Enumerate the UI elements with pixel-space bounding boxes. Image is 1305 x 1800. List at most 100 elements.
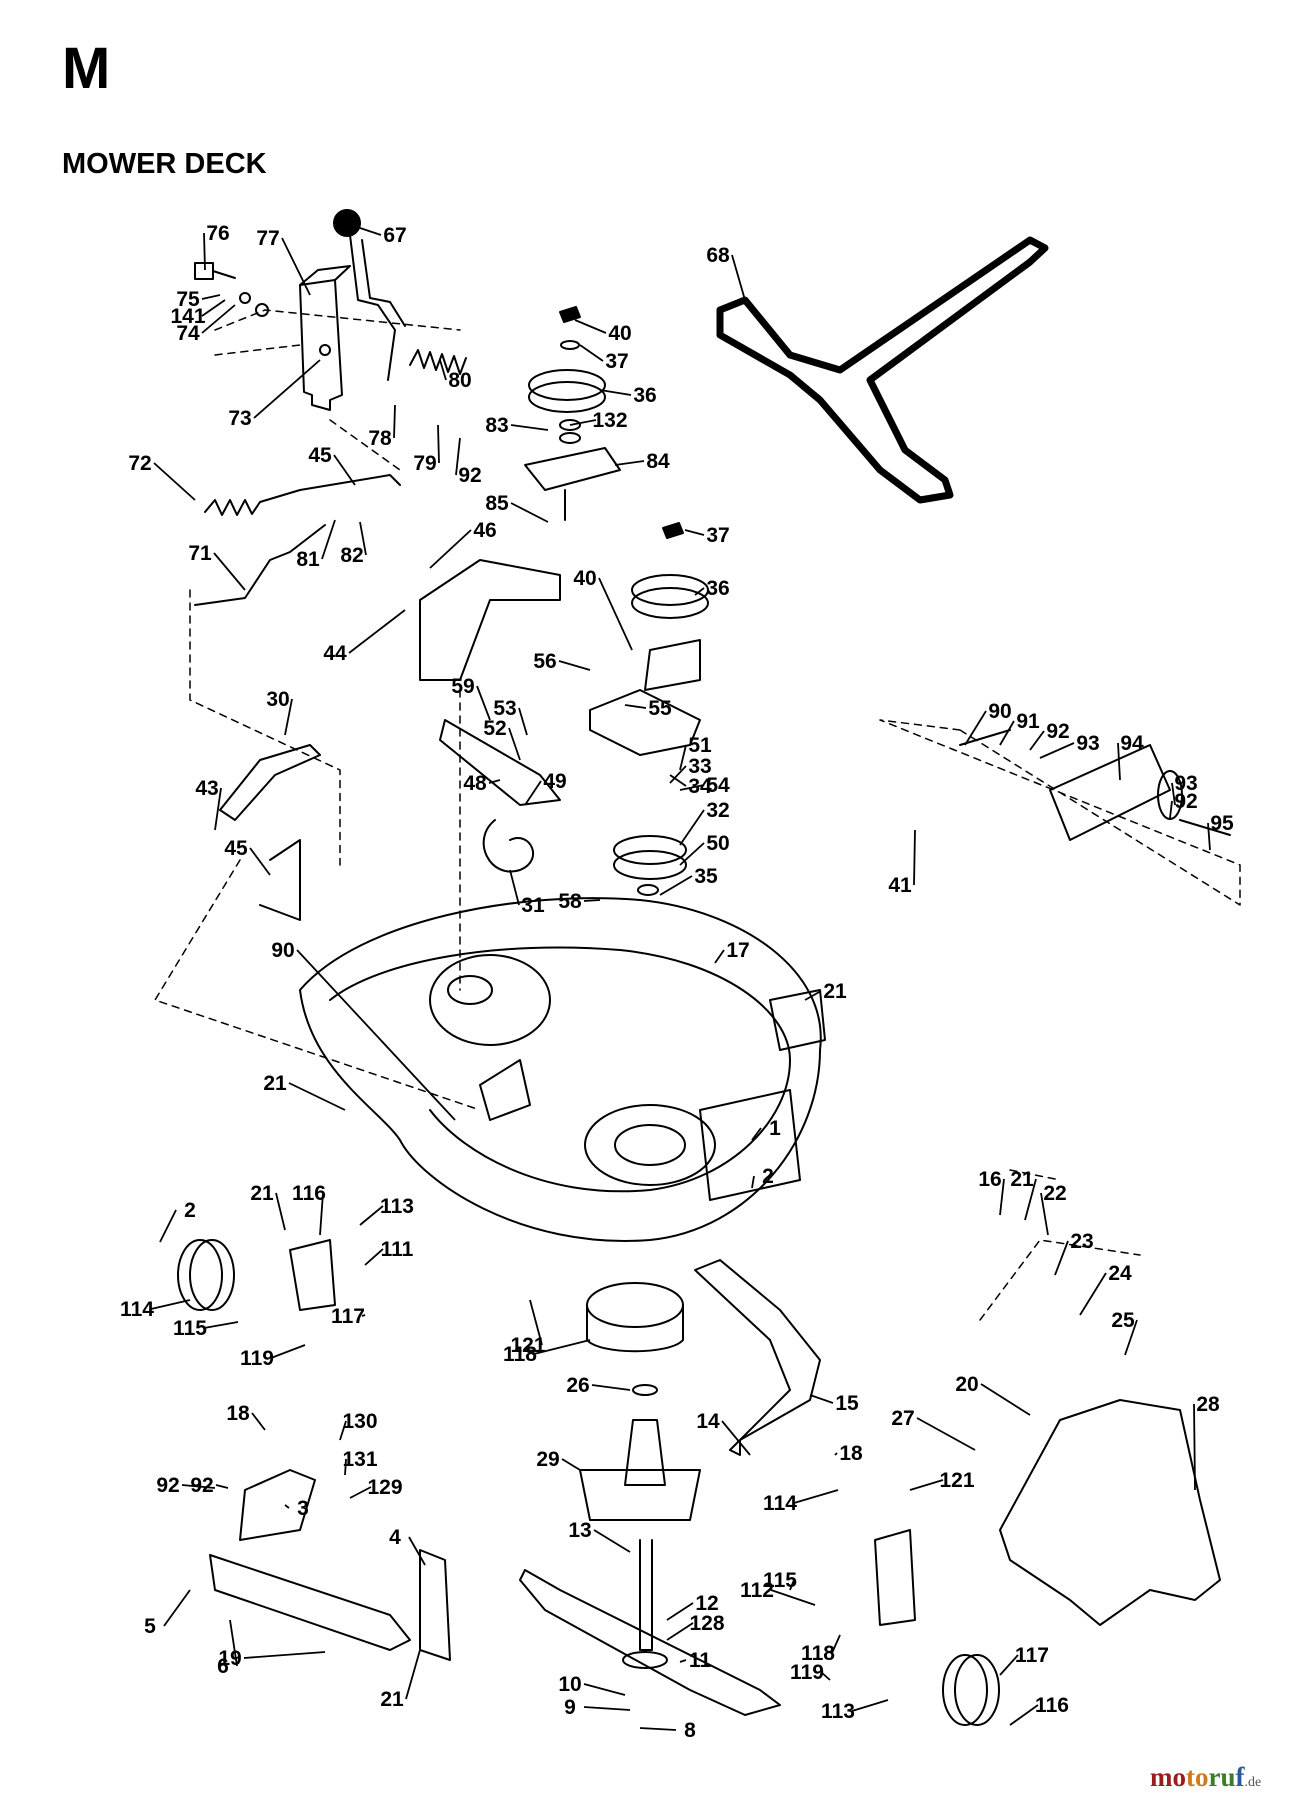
leader-line-11	[679, 1659, 687, 1663]
leader-line-43	[214, 787, 222, 831]
watermark-suffix: .de	[1244, 1775, 1262, 1790]
spring-80	[409, 349, 467, 375]
leader-line-33	[669, 765, 687, 784]
leader-line-121	[529, 1299, 543, 1346]
callout-92: 92	[190, 1474, 213, 1497]
callout-76: 76	[206, 222, 229, 245]
callout-121: 121	[510, 1334, 545, 1357]
section-letter: M	[62, 36, 111, 101]
callout-95: 95	[1210, 812, 1234, 835]
callout-129: 129	[367, 1476, 402, 1499]
leader-line-55	[624, 704, 647, 709]
callout-84: 84	[646, 450, 670, 473]
callout-112: 112	[740, 1579, 774, 1602]
callout-82: 82	[340, 544, 363, 567]
callout-21: 21	[1010, 1168, 1034, 1191]
leader-line-51	[679, 744, 687, 771]
callout-116: 116	[1035, 1694, 1069, 1717]
leader-line-117	[361, 1314, 366, 1317]
callout-68: 68	[706, 244, 730, 267]
leader-line-93	[1039, 742, 1075, 759]
callout-36: 36	[633, 384, 656, 407]
handle-lever-67	[333, 209, 406, 381]
leader-line-9	[583, 1706, 631, 1711]
callout-44: 44	[323, 642, 347, 665]
mower-deck-housing-1	[299, 897, 826, 1242]
leader-line-27	[916, 1417, 976, 1451]
leader-line-21	[804, 990, 822, 1001]
leader-line-25	[1124, 1319, 1138, 1356]
leader-line-18	[251, 1412, 266, 1431]
leader-line-49	[524, 780, 542, 806]
callout-71: 71	[188, 542, 212, 565]
callout-10: 10	[558, 1673, 581, 1696]
callout-8: 8	[684, 1719, 696, 1742]
leader-line-92	[455, 437, 461, 476]
callout-35: 35	[694, 865, 718, 888]
leader-line-90	[964, 710, 987, 746]
leader-line-37	[579, 344, 604, 362]
callout-3: 3	[297, 1497, 309, 1520]
callout-77: 77	[256, 227, 279, 250]
bracket-3	[239, 1469, 316, 1541]
bearing-housing-16	[586, 1282, 684, 1353]
leader-line-45	[333, 454, 356, 486]
callout-33: 33	[688, 755, 711, 778]
callout-2: 2	[762, 1165, 774, 1188]
leader-line-132	[569, 419, 597, 426]
leader-line-13	[593, 1529, 631, 1553]
leader-line-34	[669, 774, 687, 787]
assembly-dash-lines	[154, 309, 1241, 1321]
callout-20: 20	[955, 1373, 978, 1396]
callout-118: 118	[503, 1343, 537, 1366]
callout-117: 117	[1015, 1644, 1049, 1667]
callout-30: 30	[266, 688, 289, 711]
leader-line-90	[296, 949, 456, 1121]
callout-131: 131	[342, 1448, 377, 1471]
callout-29: 29	[536, 1448, 559, 1471]
belt-guide-20	[694, 1259, 821, 1456]
leader-line-74	[201, 304, 236, 334]
leader-line-118	[831, 1634, 841, 1654]
leader-line-46	[429, 529, 472, 569]
leader-line-85	[510, 502, 549, 523]
callout-9: 9	[564, 1696, 576, 1719]
callout-91: 91	[1016, 710, 1040, 733]
leader-line-58	[583, 899, 601, 902]
callout-45: 45	[224, 837, 248, 860]
callout-59: 59	[451, 675, 474, 698]
callout-26: 26	[566, 1374, 589, 1397]
leader-line-23	[1054, 1240, 1069, 1276]
leader-line-12	[666, 1602, 694, 1621]
watermark-part-1: mo	[1150, 1762, 1186, 1792]
callout-92: 92	[1046, 720, 1069, 743]
callout-23: 23	[1070, 1230, 1093, 1253]
callout-17: 17	[726, 939, 749, 962]
leader-line-35	[659, 875, 693, 896]
leader-line-30	[284, 698, 293, 736]
front-link-6	[209, 1554, 411, 1651]
callout-114: 114	[120, 1298, 154, 1321]
leader-line-28	[1193, 1403, 1196, 1491]
callout-43: 43	[195, 777, 218, 800]
leader-line-83	[510, 424, 549, 431]
leader-line-48	[488, 779, 501, 784]
leader-line-117	[999, 1654, 1019, 1676]
callout-22: 22	[1043, 1182, 1066, 1205]
leader-line-91	[999, 720, 1015, 746]
leader-line-81	[321, 519, 336, 560]
upper-idler-pulley	[524, 306, 621, 521]
leader-line-59	[476, 685, 491, 721]
leader-line-26	[591, 1384, 631, 1391]
leader-line-73	[253, 359, 321, 419]
callout-52: 52	[483, 717, 506, 740]
lift-bracket-73	[299, 265, 351, 411]
anti-scalp-roller-94	[959, 729, 1231, 841]
leader-line-131	[344, 1458, 347, 1476]
bracket-4	[419, 1549, 451, 1661]
callout-81: 81	[296, 548, 320, 571]
leader-line-4	[408, 1536, 426, 1566]
callout-40: 40	[608, 322, 631, 345]
leader-line-10	[583, 1683, 626, 1696]
leader-line-118	[533, 1339, 591, 1355]
